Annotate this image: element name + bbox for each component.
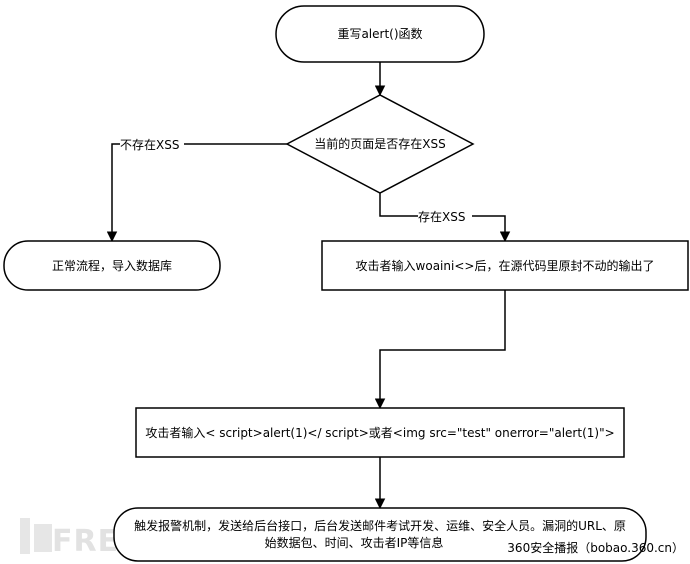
edge-label-no-xss: 不存在XSS (120, 138, 179, 152)
edge-label-has-xss: 存在XSS (418, 210, 465, 224)
node-alarm (113, 507, 647, 562)
node-payload (135, 407, 625, 458)
node-reflect-label: 攻击者输入woaini<>后，在源代码里原封不动的输出了 (356, 258, 655, 273)
node-alarm-label-line1: 触发报警机制，发送给后台接口，后台发送邮件考试开发、运维、安全人员。漏洞的URL… (134, 518, 626, 533)
node-start-label: 重写alert()函数 (337, 26, 422, 41)
node-decision-label: 当前的页面是否存在XSS (314, 136, 445, 151)
credit-text: 360安全播报（bobao.360.cn） (507, 540, 684, 555)
node-alarm-label-line2: 始数据包、时间、攻击者IP等信息 (265, 535, 444, 550)
node-payload-label: 攻击者输入< script>alert(1)</ script>或者<img s… (145, 425, 614, 440)
node-normal (3, 240, 221, 291)
node-normal-label: 正常流程，导入数据库 (52, 258, 172, 273)
edge-reflect-to-payload (374, 290, 506, 410)
node-decision (285, 94, 475, 194)
edge-decision-to-normal (106, 143, 287, 243)
node-reflect (321, 240, 689, 291)
node-start (275, 5, 485, 63)
